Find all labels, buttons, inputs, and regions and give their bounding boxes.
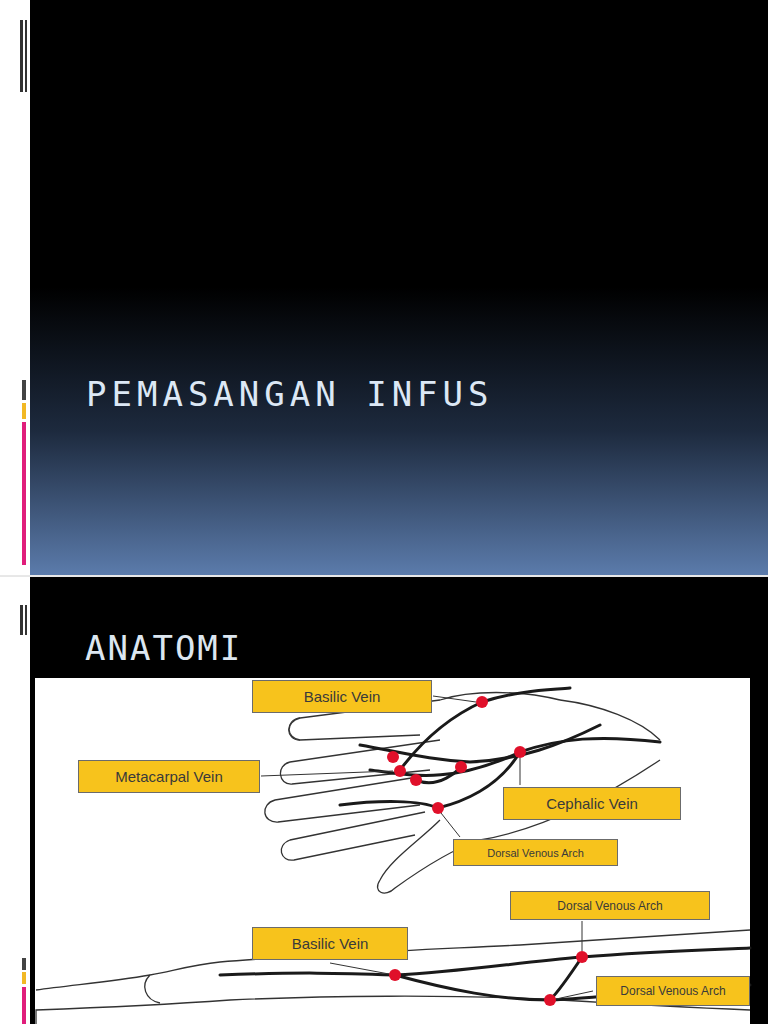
vein-dots (387, 696, 588, 1006)
slide-title: PEMASANGAN INFUS (86, 374, 494, 414)
hand-illustration (36, 693, 750, 1024)
label-box: Basilic Vein (252, 680, 432, 713)
vein-name: Dorsal Venous Arch (620, 984, 725, 998)
label-box: Dorsal Venous Arch (596, 976, 750, 1006)
label-box: Dorsal Venous Arch (510, 891, 710, 920)
slide-divider (0, 576, 768, 577)
label-box: Cephalic Vein (503, 787, 681, 820)
vein-name: Cephalic Vein (546, 795, 638, 812)
label-box: Metacarpal Vein (78, 760, 260, 793)
label-box: Basilic Vein (252, 927, 408, 960)
slide-heading: ANATOMI (85, 628, 242, 668)
vein-name: Metacarpal Vein (115, 768, 223, 785)
label-box: Dorsal Venous Arch (453, 839, 618, 866)
illustration-ground (35, 678, 750, 1024)
vein-name: Dorsal Venous Arch (557, 899, 662, 913)
slide-background (30, 0, 768, 575)
side-marks (20, 20, 27, 1024)
slide-background (30, 577, 768, 1024)
vein-name: Basilic Vein (292, 935, 369, 952)
vein-lines (220, 688, 750, 1000)
vein-name: Dorsal Venous Arch (487, 847, 584, 859)
vein-name: Basilic Vein (304, 688, 381, 705)
